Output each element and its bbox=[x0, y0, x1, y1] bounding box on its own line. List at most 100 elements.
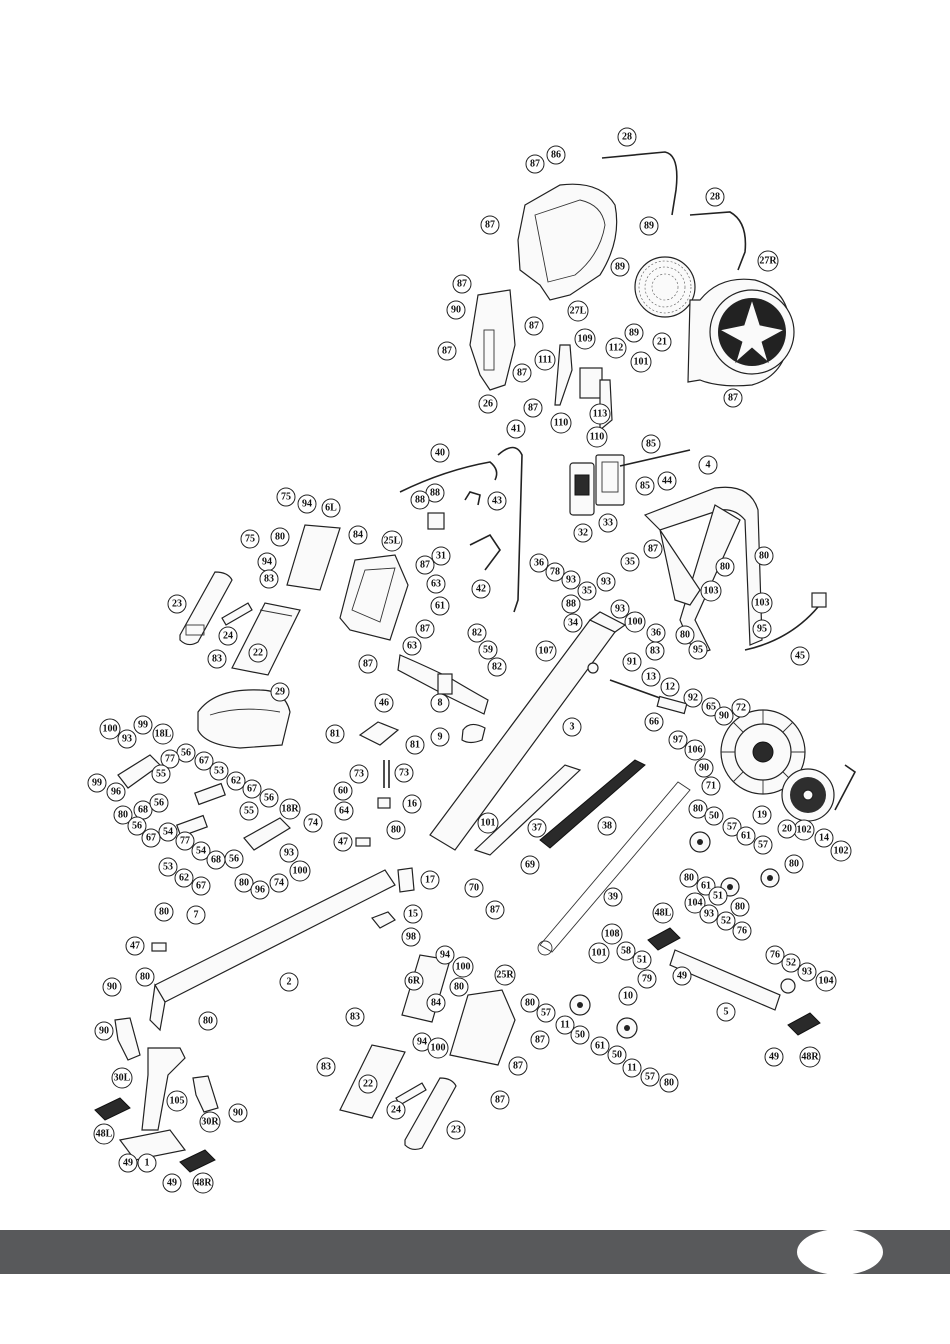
part-callout-91: 91 bbox=[622, 652, 642, 672]
part-number-text: 87 bbox=[530, 159, 540, 170]
part-callout-61: 61 bbox=[736, 826, 756, 846]
part-callout-60: 60 bbox=[333, 781, 353, 801]
footrest-23-left bbox=[179, 571, 233, 646]
part-number-text: 25R bbox=[496, 970, 514, 981]
part-number-text: 87 bbox=[363, 659, 373, 670]
seat-carriage-46 bbox=[358, 721, 400, 746]
part-callout-15: 15 bbox=[403, 904, 423, 924]
part-callout-87: 87 bbox=[523, 398, 543, 418]
part-callout-23: 23 bbox=[446, 1120, 466, 1140]
part-callout-99: 99 bbox=[133, 715, 153, 735]
pivot-24-left bbox=[221, 602, 253, 626]
part-callout-11: 11 bbox=[555, 1015, 575, 1035]
part-number-text: 55 bbox=[156, 769, 166, 780]
part-callout-9: 9 bbox=[430, 727, 450, 747]
part-number-text: 93 bbox=[802, 967, 812, 978]
part-callout-97: 97 bbox=[668, 730, 688, 750]
part-number-text: 39 bbox=[608, 892, 618, 903]
part-callout-59: 59 bbox=[478, 640, 498, 660]
part-callout-28: 28 bbox=[705, 187, 725, 207]
part-number-text: 80 bbox=[275, 532, 285, 543]
part-callout-95: 95 bbox=[688, 640, 708, 660]
part-number-text: 87 bbox=[485, 220, 495, 231]
part-callout-62: 62 bbox=[174, 868, 194, 888]
part-number-text: 75 bbox=[281, 492, 291, 503]
part-number-text: 24 bbox=[223, 631, 233, 642]
part-number-text: 80 bbox=[684, 873, 694, 884]
part-number-text: 93 bbox=[601, 577, 611, 588]
part-callout-83: 83 bbox=[345, 1007, 365, 1027]
part-number-text: 84 bbox=[431, 998, 441, 1009]
part-number-text: 92 bbox=[688, 693, 698, 704]
part-number-text: 28 bbox=[622, 132, 632, 143]
part-number-text: 102 bbox=[797, 825, 812, 836]
part-number-text: 27R bbox=[759, 256, 777, 267]
part-number-text: 35 bbox=[625, 557, 635, 568]
part-number-text: 15 bbox=[408, 909, 418, 920]
part-number-text: 87 bbox=[529, 321, 539, 332]
part-callout-54: 54 bbox=[158, 822, 178, 842]
part-callout-73: 73 bbox=[349, 764, 369, 784]
part-callout-55: 55 bbox=[239, 801, 259, 821]
handle-8 bbox=[397, 654, 489, 715]
part-number-text: 2 bbox=[287, 977, 292, 988]
part-number-text: 73 bbox=[354, 769, 364, 780]
part-callout-22: 22 bbox=[358, 1074, 378, 1094]
part-callout-100: 100 bbox=[289, 860, 311, 882]
part-callout-80: 80 bbox=[730, 897, 750, 917]
part-number-text: 100 bbox=[628, 617, 643, 628]
footrest-23-right bbox=[404, 1077, 457, 1151]
part-number-text: 43 bbox=[492, 496, 502, 507]
part-callout-90: 90 bbox=[694, 758, 714, 778]
part-callout-72: 72 bbox=[731, 698, 751, 718]
part-number-text: 70 bbox=[469, 883, 479, 894]
part-number-text: 87 bbox=[457, 279, 467, 290]
part-number-text: 86 bbox=[551, 150, 561, 161]
page-number-badge bbox=[797, 1229, 883, 1275]
part-number-text: 103 bbox=[755, 598, 770, 609]
part-callout-87: 87 bbox=[415, 555, 435, 575]
cover-27L bbox=[517, 183, 618, 301]
part-number-text: 99 bbox=[92, 778, 102, 789]
part-number-text: 85 bbox=[646, 439, 656, 450]
part-number-text: 94 bbox=[262, 557, 272, 568]
part-callout-44: 44 bbox=[657, 471, 677, 491]
part-callout-4: 4 bbox=[698, 455, 718, 475]
part-callout-87: 87 bbox=[480, 215, 500, 235]
part-callout-100: 100 bbox=[624, 611, 646, 633]
part-callout-53: 53 bbox=[209, 761, 229, 781]
part-callout-96: 96 bbox=[106, 782, 126, 802]
part-number-text: 32 bbox=[578, 528, 588, 539]
part-number-text: 87 bbox=[535, 1035, 545, 1046]
part-callout-14: 14 bbox=[814, 828, 834, 848]
part-callout-66: 66 bbox=[644, 712, 664, 732]
part-number-text: 35 bbox=[582, 586, 592, 597]
part-number-text: 46 bbox=[379, 698, 389, 709]
part-callout-21: 21 bbox=[652, 332, 672, 352]
part-callout-57: 57 bbox=[722, 817, 742, 837]
part-number-text: 88 bbox=[415, 495, 425, 506]
part-callout-77: 77 bbox=[175, 831, 195, 851]
part-number-text: 49 bbox=[167, 1178, 177, 1189]
part-number-text: 48L bbox=[96, 1129, 113, 1140]
part-number-text: 18R bbox=[281, 804, 299, 815]
part-callout-110: 110 bbox=[550, 412, 572, 434]
part-number-text: 40 bbox=[435, 448, 445, 459]
part-callout-102: 102 bbox=[830, 840, 852, 862]
part-number-text: 80 bbox=[391, 825, 401, 836]
part-number-text: 87 bbox=[728, 393, 738, 404]
part-number-text: 63 bbox=[407, 641, 417, 652]
part-number-text: 6R bbox=[408, 976, 421, 987]
part-callout-49: 49 bbox=[162, 1173, 182, 1193]
part-number-text: 90 bbox=[451, 305, 461, 316]
front-stabilizer-5 bbox=[669, 949, 781, 1011]
part-callout-5: 5 bbox=[716, 1002, 736, 1022]
plate-47-upper bbox=[355, 837, 371, 847]
part-number-text: 41 bbox=[511, 424, 521, 435]
part-callout-29: 29 bbox=[270, 682, 290, 702]
part-callout-22: 22 bbox=[248, 643, 268, 663]
part-number-text: 53 bbox=[214, 766, 224, 777]
part-number-text: 80 bbox=[454, 982, 464, 993]
part-callout-36: 36 bbox=[646, 623, 666, 643]
part-number-text: 53 bbox=[163, 862, 173, 873]
